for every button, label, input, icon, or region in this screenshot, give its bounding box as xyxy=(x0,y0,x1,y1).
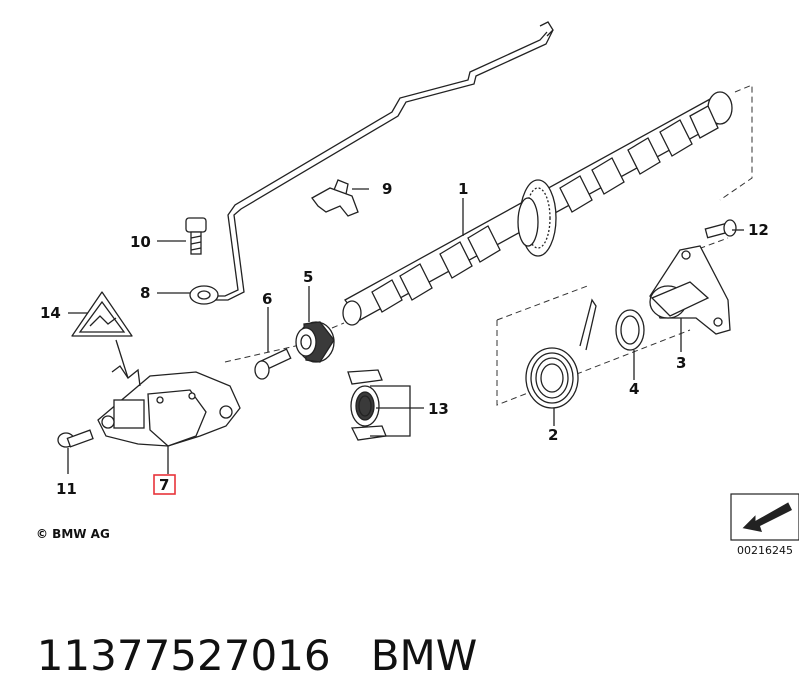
callouts: 1 9 10 12 5 8 6 14 3 4 13 2 11 7 xyxy=(40,180,769,498)
parts-diagram: 1 9 10 12 5 8 6 14 3 4 13 2 11 7 © BMW A… xyxy=(36,21,799,557)
bolt-11 xyxy=(57,429,94,448)
callout-9: 9 xyxy=(382,180,392,198)
callout-5: 5 xyxy=(303,268,313,286)
callout-10: 10 xyxy=(130,233,151,251)
warning-label xyxy=(71,291,133,337)
callout-2: 2 xyxy=(548,426,558,444)
pipe-clip xyxy=(311,179,359,217)
callout-7: 7 xyxy=(159,476,169,494)
copyright: © BMW AG xyxy=(36,527,110,541)
callout-13: 13 xyxy=(428,400,449,418)
assembly-outline xyxy=(224,84,753,406)
bracket-3 xyxy=(649,245,731,335)
callout-14: 14 xyxy=(40,304,61,322)
image-number: 00216245 xyxy=(737,544,793,557)
image-number-badge: 00216245 xyxy=(730,493,799,557)
needle-bearing xyxy=(347,369,387,441)
camshaft xyxy=(342,91,733,326)
sensor-module xyxy=(97,365,241,447)
oil-pipe xyxy=(189,21,554,305)
torsion-spring xyxy=(525,298,597,409)
callout-3: 3 xyxy=(676,354,686,372)
ring-4 xyxy=(615,309,645,351)
leader-lines xyxy=(67,188,744,474)
banjo-bolt xyxy=(185,217,207,255)
callout-8: 8 xyxy=(140,284,150,302)
callout-6: 6 xyxy=(262,290,272,308)
callout-12: 12 xyxy=(748,221,769,239)
brand-name: BMW xyxy=(370,631,478,680)
part-number: 11377527016 xyxy=(36,631,331,680)
bearing-ring xyxy=(295,321,335,363)
bolt-6 xyxy=(254,348,292,380)
caption: 11377527016 BMW xyxy=(10,582,478,680)
bolt-12 xyxy=(704,219,737,239)
callout-4: 4 xyxy=(629,380,639,398)
callout-7-highlight xyxy=(153,474,176,495)
callout-11: 11 xyxy=(56,480,77,498)
callout-1: 1 xyxy=(458,180,468,198)
